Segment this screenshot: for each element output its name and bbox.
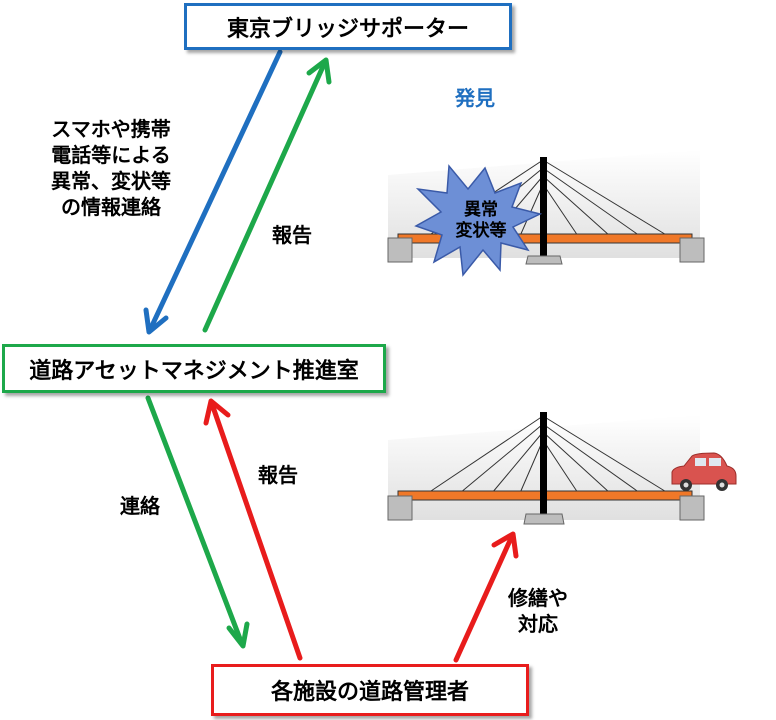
road-asset-office-label: 道路アセットマネジメント推進室 — [29, 358, 359, 384]
repair-label: 修繕や 対応 — [508, 586, 568, 636]
facility-road-manager-box: 各施設の道路管理者 — [211, 664, 529, 716]
tokyo-bridge-supporter-box: 東京ブリッジサポーター — [184, 3, 512, 50]
arrow-red-report-up — [203, 398, 303, 661]
report-label-top: 報告 — [272, 223, 312, 247]
contact-label: 連絡 — [120, 494, 160, 518]
anomaly-label: 異常 変状等 — [455, 200, 507, 241]
bridge-bottom — [387, 412, 705, 525]
found-label: 発見 — [455, 86, 495, 110]
arrow-red-repair — [453, 531, 519, 663]
facility-road-manager-label: 各施設の道路管理者 — [270, 680, 469, 705]
report-label-mid: 報告 — [258, 463, 298, 487]
anomaly-burst-icon — [414, 164, 543, 277]
car-icon — [671, 452, 737, 491]
tokyo-bridge-supporter-label: 東京ブリッジサポーター — [226, 16, 469, 42]
arrow-green-report-up — [202, 57, 332, 333]
contact-info-label: スマホや携帯 電話等による 異常、変状等 の情報連絡 — [51, 117, 171, 219]
arrow-blue-contact — [143, 49, 283, 335]
arrow-green-contact-down — [145, 395, 250, 649]
road-asset-office-box: 道路アセットマネジメント推進室 — [2, 344, 386, 393]
